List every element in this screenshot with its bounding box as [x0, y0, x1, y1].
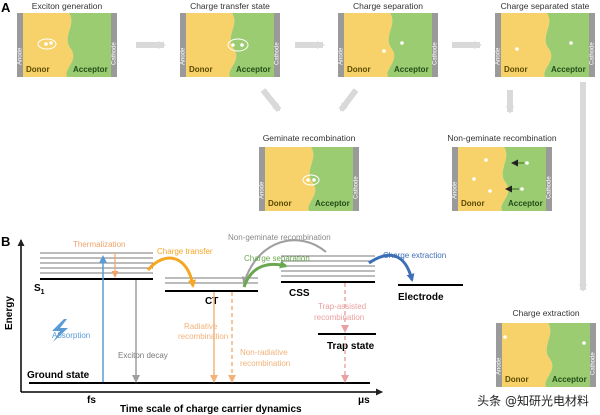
- charge-separation-label: Charge separation: [244, 254, 310, 263]
- trap-assisted-label-2: recombination: [314, 313, 364, 322]
- electrode-label: Electrode: [398, 292, 444, 303]
- non-geminate-label: Non-geminate recombination: [228, 233, 331, 242]
- cell-title: Charge separated state: [501, 1, 590, 11]
- anode-label: Anode: [260, 181, 266, 199]
- exciton-decay-label: Exciton decay: [118, 351, 168, 360]
- acceptor-label: Acceptor: [73, 65, 108, 74]
- cathode-label: Cathode: [591, 352, 597, 375]
- donor-label: Donor: [189, 65, 213, 74]
- energy-axes: [17, 239, 383, 396]
- panel-b-letter: B: [1, 234, 10, 249]
- trap-assisted-label-1: Trap-assisted: [318, 302, 366, 311]
- anode-label: Anode: [453, 181, 459, 199]
- cell-charge-extraction: Charge extraction Anode Cathode Donor Ac…: [496, 308, 597, 387]
- cathode-label: Cathode: [547, 176, 553, 199]
- cell-exciton-generation: Exciton generation Anode Cathode Donor A…: [17, 1, 118, 77]
- cathode-label: Cathode: [433, 42, 439, 65]
- x-tick-start: fs: [87, 395, 96, 406]
- anode-label: Anode: [181, 47, 187, 65]
- donor-label: Donor: [461, 199, 485, 208]
- non-radiative-label-2: recombination: [240, 359, 290, 368]
- cathode-label: Cathode: [275, 42, 281, 65]
- y-axis-label: Energy: [4, 296, 15, 330]
- cathode-label: Cathode: [354, 176, 360, 199]
- donor-label: Donor: [504, 65, 528, 74]
- donor-label: Donor: [268, 199, 292, 208]
- acceptor-label: Acceptor: [315, 199, 350, 208]
- anode-label: Anode: [18, 47, 24, 65]
- cell-non-geminate-recombination: Non-geminate recombination Anode Cathode…: [447, 133, 557, 211]
- cell-title: Non-geminate recombination: [447, 133, 556, 143]
- acceptor-label: Acceptor: [236, 65, 271, 74]
- s1-label: S1: [34, 283, 45, 296]
- s1-manifold: [40, 252, 153, 274]
- css-label: CSS: [289, 288, 310, 299]
- cell-charge-transfer-state: Charge transfer state Anode Cathode Dono…: [180, 1, 281, 77]
- ground-label: Ground state: [27, 370, 90, 381]
- radiative-label-2: recombination: [178, 332, 228, 341]
- cell-title: Exciton generation: [32, 1, 103, 11]
- acceptor-label: Acceptor: [508, 199, 543, 208]
- trap-label: Trap state: [327, 341, 375, 352]
- anode-label: Anode: [497, 357, 503, 375]
- flow-arrows: [136, 41, 587, 292]
- charge-extraction-label: Charge extraction: [383, 251, 446, 260]
- thermalization-label: Thermalization: [73, 240, 125, 249]
- radiative-label-1: Radiative: [184, 322, 218, 331]
- cell-title: Geminate recombination: [263, 133, 356, 143]
- cathode-label: Cathode: [112, 42, 118, 65]
- cathode-label: Cathode: [590, 42, 596, 65]
- cell-title: Charge separation: [353, 1, 423, 11]
- donor-label: Donor: [347, 65, 371, 74]
- cell-geminate-recombination: Geminate recombination Anode Cathode Don…: [259, 133, 360, 211]
- acceptor-label: Acceptor: [551, 65, 586, 74]
- cell-charge-separation: Charge separation Anode Cathode Donor Ac…: [338, 1, 439, 77]
- charge-transfer-label: Charge transfer: [157, 247, 213, 256]
- x-tick-end: μs: [358, 395, 370, 406]
- anode-label: Anode: [339, 47, 345, 65]
- panel-a-letter: A: [1, 0, 11, 15]
- charge-extraction-arrow: [368, 253, 415, 282]
- css-manifold: [281, 255, 375, 277]
- charge-separation-arrow: [242, 260, 288, 288]
- lightning-icon: [52, 319, 68, 342]
- donor-label: Donor: [505, 375, 529, 384]
- acceptor-label: Acceptor: [394, 65, 429, 74]
- donor-label: Donor: [26, 65, 50, 74]
- anode-label: Anode: [496, 47, 502, 65]
- charge-transfer-arrow: [146, 256, 196, 288]
- cell-charge-separated-state: Charge separated state Anode Cathode Don…: [495, 1, 596, 77]
- non-geminate-arrow: [241, 239, 327, 285]
- absorption-label: Absorption: [52, 331, 90, 340]
- watermark: 头条 @知研光电材料: [474, 391, 592, 410]
- cell-title: Charge extraction: [512, 308, 579, 318]
- non-radiative-label-1: Non-radiative: [240, 348, 288, 357]
- ct-label: CT: [205, 296, 218, 307]
- cell-title: Charge transfer state: [190, 1, 270, 11]
- acceptor-label: Acceptor: [552, 375, 587, 384]
- x-axis-label: Time scale of charge carrier dynamics: [120, 404, 302, 415]
